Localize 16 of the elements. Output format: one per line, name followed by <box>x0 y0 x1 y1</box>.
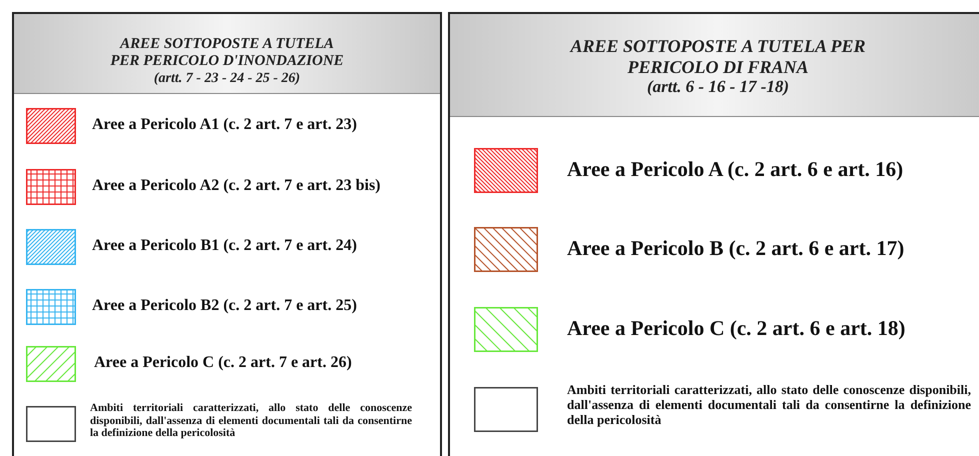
legend-panel <box>448 12 979 456</box>
panel-heading: AREE SOTTOPOSTE A TUTELA PER PERICOLO D'INONDAZIONE <box>109 36 345 70</box>
legend-label: Aree a Pericolo B (c. 2 art. 6 e art. 17) <box>567 236 906 261</box>
legend-panel <box>12 12 442 456</box>
panel-heading: AREE SOTTOPOSTE A TUTELA PER PERICOLO DI FRANA <box>568 36 867 78</box>
legend-label: Ambiti territoriali caratterizzati, allo stato delle conoscenze disponibili, dall'assenza di elementi documentali tali da consentirne la definizione della pericolosità <box>567 383 971 428</box>
legend-label: Aree a Pericolo A (c. 2 art. 6 e art. 16) <box>567 156 904 182</box>
legend-label: Ambiti territoriali caratterizzati, allo stato delle conoscenze disponibili, dall'assenza di elementi documentali tali da consentirne la definizione della pericolosità <box>90 402 412 440</box>
article-reference: (artt. 6 - 16 - 17 -18) <box>646 77 790 97</box>
legend-label: Aree a Pericolo A1 (c. 2 art. 7 e art. 23) <box>92 116 358 134</box>
legend-label: Aree a Pericolo B1 (c. 2 art. 7 e art. 24) <box>92 236 358 255</box>
article-reference: (artt. 7 - 23 - 24 - 25 - 26) <box>152 70 302 87</box>
legend-label: Aree a Pericolo B2 (c. 2 art. 7 e art. 25) <box>92 296 358 315</box>
legend-label: Aree a Pericolo A2 (c. 2 art. 7 e art. 23 bis) <box>92 176 382 195</box>
legend-label: Aree a Pericolo C (c. 2 art. 7 e art. 26) <box>94 354 353 372</box>
legend-label: Aree a Pericolo C (c. 2 art. 6 e art. 18) <box>567 316 906 341</box>
